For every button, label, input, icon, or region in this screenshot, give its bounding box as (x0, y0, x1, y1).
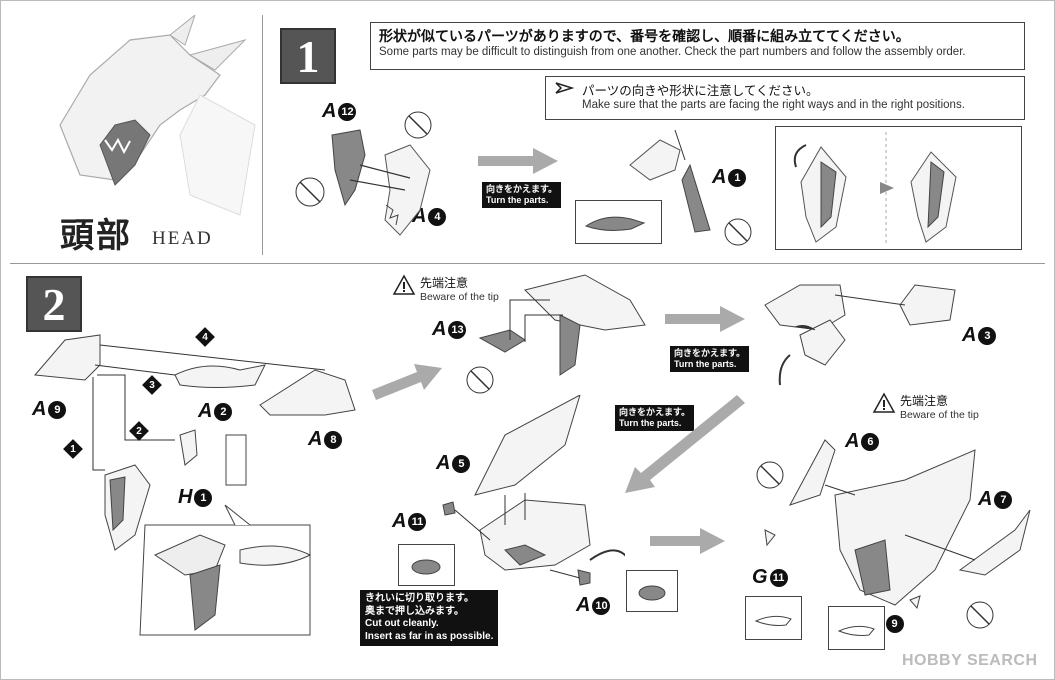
step1-notice-en: Some parts may be difficult to distingui… (379, 46, 966, 58)
step1-result-box (775, 126, 1022, 250)
g9-detail-box (828, 606, 885, 650)
order-mark-4-label: 4 (202, 331, 208, 343)
step2-arrow-4 (650, 528, 725, 554)
step2-lower-jaw-assembly (442, 395, 625, 586)
a11-detail-part (411, 559, 441, 575)
cut-instruction-badge: きれいに切り取ります。奥まで押し込みます。 Cut out cleanly.In… (360, 590, 499, 646)
step1-number: 1 (280, 28, 336, 84)
step2-left-exploded-view (33, 334, 356, 636)
step1-notice-jp: 形状が似ているパーツがありますので、番号を確認し、順番に組み立ててください。 (379, 28, 910, 44)
step2-jaw-assembly (466, 274, 646, 394)
a10-detail-part (638, 585, 666, 601)
order-mark-2-label: 2 (136, 425, 142, 437)
step1-notice: 形状が似ているパーツがありますので、番号を確認し、順番に組み立ててください。 S… (370, 22, 1025, 70)
pointer-icon (555, 82, 574, 94)
a11-detail-box (398, 544, 455, 586)
step1-notice2-en: Make sure that the parts are facing the … (582, 99, 965, 111)
order-mark-1-label: 1 (70, 443, 76, 455)
step2-arrow-1 (372, 364, 442, 400)
step1-notice2-jp: パーツの向きや形状に注意してください。 (582, 84, 819, 98)
step1-horn-assembly (629, 129, 752, 246)
g9-detail-part (837, 625, 875, 636)
warning-icon-2 (872, 392, 896, 413)
header-divider (262, 15, 263, 255)
step2-turn-badge-2: 向きをかえます。Turn the parts. (615, 405, 695, 431)
step1-result-drawing (793, 132, 957, 244)
step1-turn-badge: 向きをかえます。Turn the parts. (482, 182, 562, 208)
watermark: HOBBY SEARCH (902, 652, 1038, 669)
warning-icon (392, 274, 416, 295)
dragon-head-illustration (59, 15, 256, 216)
step2-number: 2 (26, 276, 82, 332)
step2-horn-assembly (756, 439, 1031, 629)
step2-head-with-a3 (764, 284, 956, 386)
step-divider (10, 263, 1045, 264)
step1-detail-box (575, 200, 662, 244)
g11-detail-part (754, 615, 792, 626)
a10-detail-box (626, 570, 678, 612)
head-title-en: HEAD (152, 228, 213, 249)
step1-detail-part (584, 216, 646, 231)
step1-part-assembly (295, 111, 432, 236)
step2-arrow-3 (625, 395, 745, 493)
step2-arrow-2 (665, 306, 745, 332)
step1-arrow (478, 148, 558, 174)
head-title-jp: 頭部 (60, 218, 132, 255)
g11-detail-box (745, 596, 802, 640)
step2-turn-badge-1: 向きをかえます。Turn the parts. (670, 346, 750, 372)
step1-orientation-notice: パーツの向きや形状に注意してください。 Make sure that the p… (545, 76, 1025, 120)
order-mark-3-label: 3 (149, 379, 155, 391)
